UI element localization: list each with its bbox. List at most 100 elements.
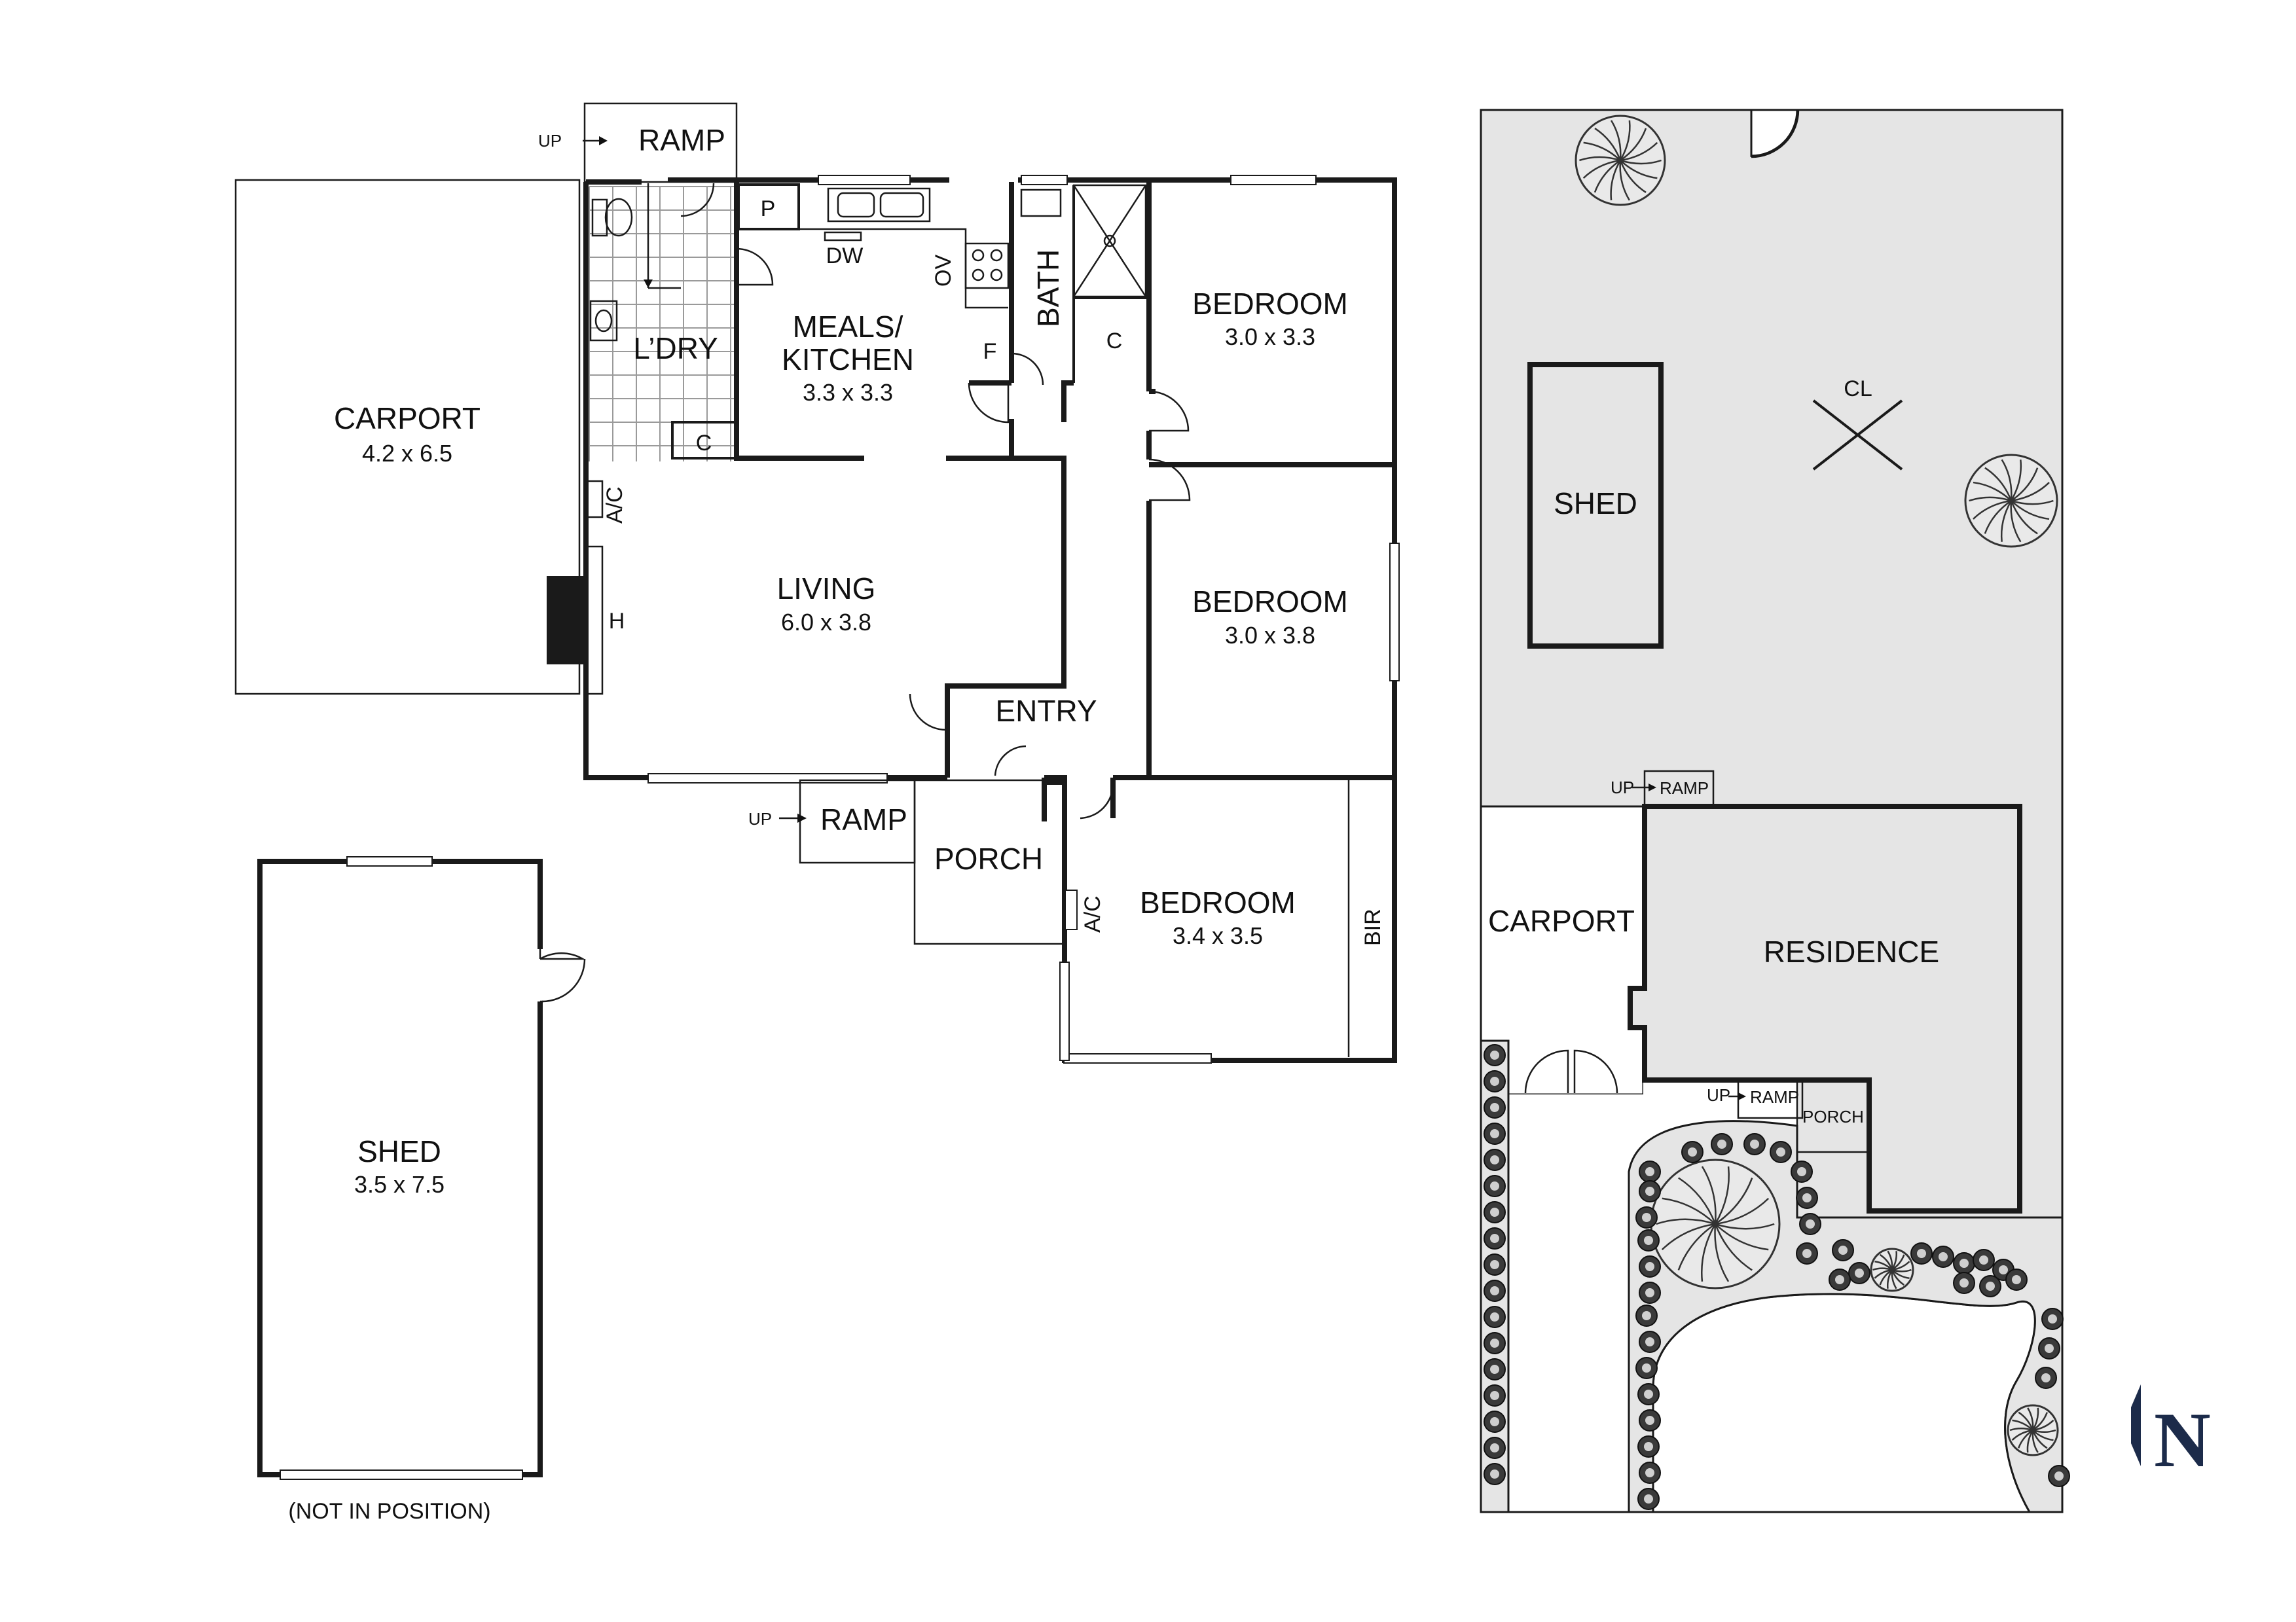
shrub-icon: [1484, 1411, 1506, 1433]
bath-label: BATH: [1031, 249, 1065, 327]
shrub-icon: [1796, 1242, 1818, 1265]
cooktop: [964, 242, 1010, 289]
shrub-icon: [1484, 1227, 1506, 1250]
tree-icon: [2007, 1404, 2059, 1456]
shrub-icon: [1979, 1275, 2001, 1297]
shrub-icon: [1639, 1161, 1661, 1183]
bedroom-3-label: BEDROOM: [1140, 886, 1296, 920]
shrub-icon: [1799, 1213, 1821, 1235]
oven-label: OV: [931, 255, 956, 287]
bedroom-2-dims: 3.0 x 3.8: [1225, 622, 1315, 649]
shrub-icon: [1484, 1358, 1506, 1380]
shrub-icon: [2035, 1367, 2057, 1389]
bedroom-1-dims: 3.0 x 3.3: [1225, 323, 1315, 350]
living-dims: 6.0 x 3.8: [781, 609, 871, 636]
meals-kitchen-label-2: KITCHEN: [782, 342, 914, 376]
shrub-icon: [1791, 1161, 1813, 1183]
shrub-icon: [1953, 1252, 1975, 1274]
site-porch-label: PORCH: [1802, 1107, 1864, 1126]
laundry-tiles: [589, 186, 737, 461]
shrub-icon: [1637, 1435, 1660, 1458]
fridge-label: F: [983, 339, 997, 364]
rear-ramp-label: RAMP: [638, 123, 725, 157]
shrub-icon: [2048, 1465, 2070, 1487]
shed-note: (NOT IN POSITION): [288, 1499, 490, 1524]
front-porch: [913, 779, 1065, 945]
site-residence-label: RESIDENCE: [1764, 935, 1939, 969]
shrub-icon: [1770, 1141, 1792, 1163]
heater-label: H: [609, 609, 625, 634]
shrub-icon: [1484, 1332, 1506, 1354]
shrub-icon: [1973, 1249, 1995, 1271]
shrub-icon: [1639, 1180, 1661, 1202]
bedroom-1-label: BEDROOM: [1192, 287, 1348, 321]
north-arrow-icon: [2131, 1384, 2141, 1466]
site-shrubs: [1484, 1044, 2070, 1510]
shrub-icon: [1635, 1206, 1658, 1229]
heater: [547, 576, 586, 664]
carport-dims: 4.2 x 6.5: [362, 440, 452, 467]
shrub-icon: [1484, 1384, 1506, 1407]
bedroom-ac-label: A/C: [1080, 895, 1105, 933]
carport-label: CARPORT: [334, 401, 481, 435]
entry-label: ENTRY: [995, 694, 1097, 728]
site-rear-ramp-up: UP: [1611, 778, 1634, 797]
shrub-icon: [1743, 1133, 1766, 1155]
laundry-label: L’DRY: [633, 331, 718, 365]
shrub-icon: [1829, 1269, 1851, 1291]
pantry: [737, 183, 800, 230]
shrub-icon: [1484, 1280, 1506, 1302]
dishwasher-label: DW: [826, 243, 864, 268]
rear-ramp: [583, 102, 738, 183]
shrub-icon: [1932, 1246, 1954, 1268]
bir-label: BIR: [1360, 909, 1385, 946]
site-shed: [1527, 362, 1664, 649]
windows: [647, 175, 1400, 1064]
shrub-icon: [1484, 1463, 1506, 1485]
tree-icon: [1870, 1248, 1914, 1292]
tree-icon: [1575, 115, 1666, 206]
shrub-icon: [1484, 1096, 1506, 1119]
shrub-icon: [1832, 1239, 1854, 1261]
north-arrow: N: [2131, 1384, 2211, 1483]
shrub-icon: [1910, 1242, 1933, 1265]
front-ramp-up: UP: [748, 809, 772, 829]
tree-icon: [1650, 1159, 1781, 1289]
shrub-icon: [2005, 1269, 2028, 1291]
detached-shed: SHED 3.5 x 7.5 (NOT IN POSITION): [257, 856, 586, 1524]
living-ac-label: A/C: [602, 486, 627, 524]
shrub-icon: [1711, 1133, 1733, 1155]
meals-kitchen-label: MEALS/: [793, 310, 903, 344]
shrub-icon: [1484, 1437, 1506, 1459]
shrub-icon: [1484, 1175, 1506, 1197]
porch-label: PORCH: [934, 842, 1043, 876]
shrub-icon: [1484, 1123, 1506, 1145]
site-front-ramp-up: UP: [1707, 1085, 1730, 1105]
shed-label: SHED: [357, 1134, 441, 1168]
front-ramp-label: RAMP: [820, 802, 907, 837]
shrub-icon: [1484, 1149, 1506, 1171]
shrub-icon: [1484, 1253, 1506, 1276]
shrub-icon: [2038, 1337, 2060, 1360]
shrub-icon: [1484, 1306, 1506, 1328]
bedroom-2-label: BEDROOM: [1192, 585, 1348, 619]
shrub-icon: [1953, 1272, 1975, 1294]
bedroom-3-dims: 3.4 x 3.5: [1173, 922, 1263, 949]
shrub-icon: [1639, 1462, 1661, 1484]
carport-area: [234, 179, 581, 695]
shrub-icon: [1637, 1383, 1660, 1405]
site-rear-ramp-label: RAMP: [1660, 778, 1709, 798]
shrub-icon: [1484, 1044, 1506, 1066]
shrub-icon: [1635, 1305, 1658, 1327]
site-front-ramp-label: RAMP: [1750, 1087, 1799, 1107]
shrub-icon: [1484, 1201, 1506, 1223]
living-label: LIVING: [777, 571, 876, 605]
shrub-icon: [1639, 1331, 1661, 1353]
site-plan: SHED CL RESIDENCE CARPORT UP RAMP UP RAM…: [1480, 109, 2070, 1513]
kitchen-sink: [827, 187, 931, 223]
shrub-icon: [1639, 1255, 1661, 1278]
site-shed-label: SHED: [1554, 486, 1637, 520]
residence-outer-walls: [583, 177, 1397, 1063]
shrub-icon: [1681, 1141, 1704, 1163]
